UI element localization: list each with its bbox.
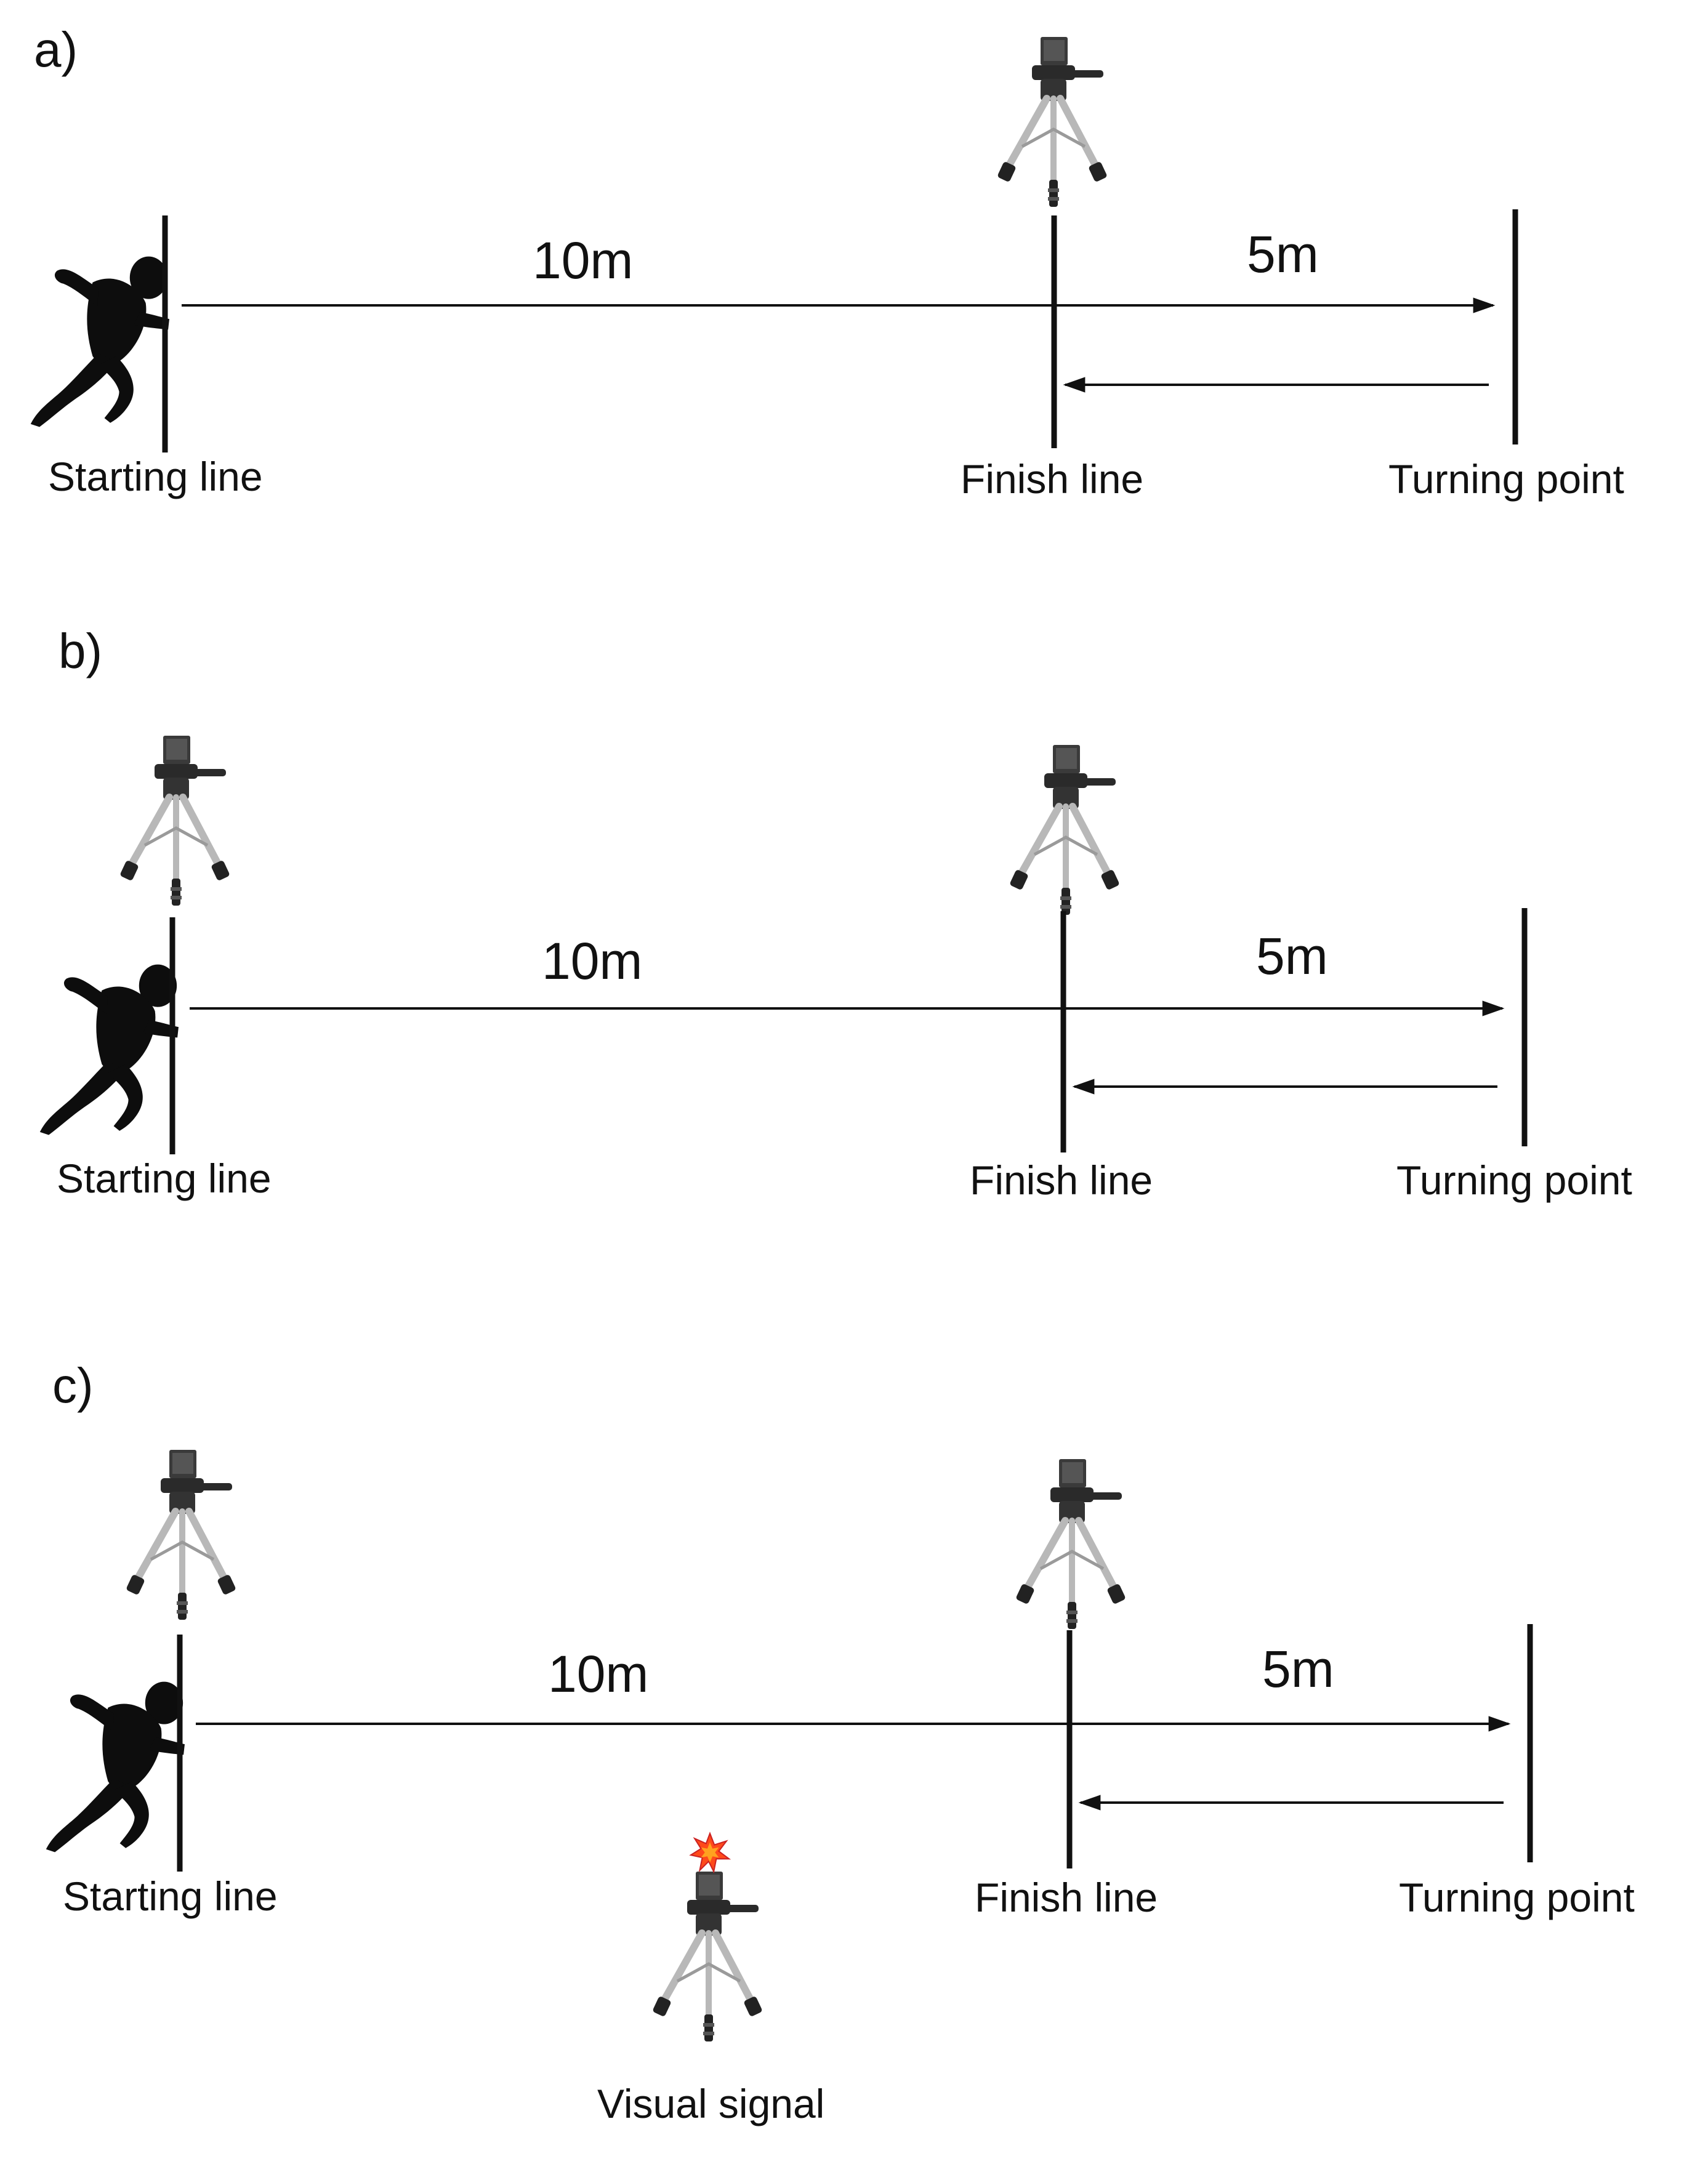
panel-label: c) <box>52 1358 94 1413</box>
starting-line-label: Starting line <box>57 1156 272 1201</box>
turning-point-label: Turning point <box>1399 1875 1635 1920</box>
camera-tripod-icon <box>1015 1459 1126 1629</box>
camera-tripod-icon <box>1009 745 1120 915</box>
finish-line-label: Finish line <box>961 456 1143 502</box>
panel-b: b) 10m 5m Starting line Finish line Turn… <box>39 624 1632 1203</box>
panel-c: c) 10m 5m Starting line Finish line Turn… <box>46 1358 1635 2126</box>
camera-tripod-icon <box>126 1450 236 1620</box>
camera-tripod-icon <box>997 37 1108 207</box>
turning-point-label: Turning point <box>1396 1157 1632 1203</box>
camera-tripod-icon <box>119 736 230 906</box>
starting-line-label: Starting line <box>48 454 263 499</box>
distance-label-main: 10m <box>548 1645 648 1703</box>
visual-signal-tripod-icon <box>652 1832 763 2041</box>
runner-silhouette-icon <box>30 256 169 427</box>
distance-label-return: 5m <box>1247 225 1319 283</box>
turning-point-label: Turning point <box>1388 456 1624 502</box>
distance-label-main: 10m <box>533 231 633 289</box>
finish-line-label: Finish line <box>970 1157 1153 1203</box>
signal-star-icon <box>690 1832 730 1873</box>
runner-silhouette-icon <box>46 1681 185 1852</box>
visual-signal-label: Visual signal <box>597 2081 824 2126</box>
distance-label-main: 10m <box>542 932 642 990</box>
panel-label: b) <box>58 624 102 678</box>
starting-line-label: Starting line <box>63 1873 278 1919</box>
distance-label-return: 5m <box>1262 1640 1334 1698</box>
panel-label: a) <box>34 22 78 77</box>
runner-silhouette-icon <box>39 964 179 1135</box>
finish-line-label: Finish line <box>975 1875 1158 1920</box>
distance-label-return: 5m <box>1256 927 1328 985</box>
panel-a: a) 10m 5m Starting line Finish line Turn… <box>30 22 1624 502</box>
